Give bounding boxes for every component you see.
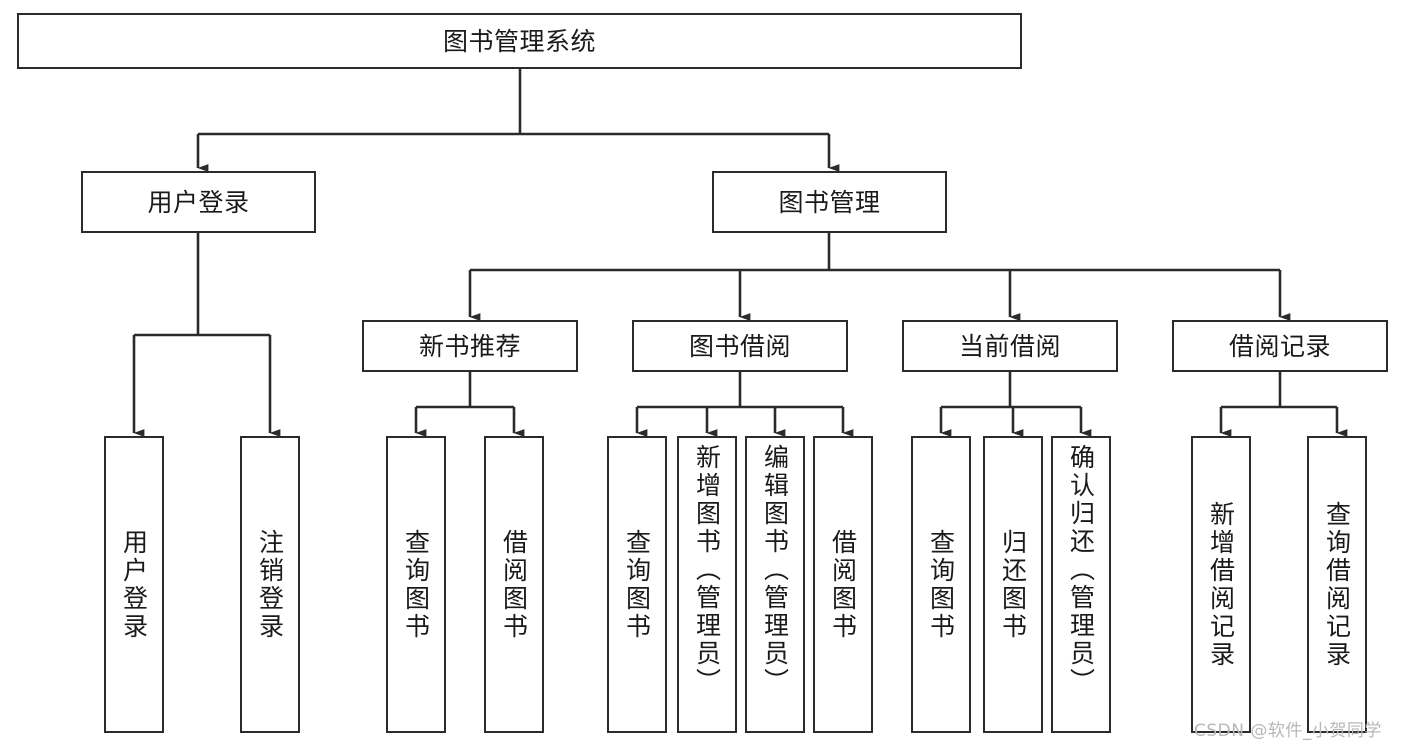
node-leaf-query-book-1-label: 查询图书	[401, 528, 431, 641]
node-leaf-borrow-book-1-label: 借阅图书	[499, 528, 529, 641]
node-user-login[interactable]: 用户登录	[81, 171, 316, 233]
node-leaf-user-logout-label: 注销登录	[255, 528, 285, 641]
node-leaf-query-book-3-label: 查询图书	[926, 528, 956, 641]
node-user-login-label: 用户登录	[147, 187, 250, 217]
node-leaf-borrow-book-2[interactable]: 借阅图书	[813, 436, 873, 733]
node-leaf-query-book-1[interactable]: 查询图书	[386, 436, 446, 733]
node-leaf-return-book-label: 归还图书	[998, 528, 1028, 641]
node-leaf-borrow-book-2-label: 借阅图书	[828, 528, 858, 641]
node-leaf-borrow-book-1[interactable]: 借阅图书	[484, 436, 544, 733]
node-leaf-user-logout[interactable]: 注销登录	[240, 436, 300, 733]
node-root-system-label: 图书管理系统	[442, 26, 596, 56]
node-new-book-recommend[interactable]: 新书推荐	[362, 320, 578, 372]
node-leaf-query-borrow-record[interactable]: 查询借阅记录	[1307, 436, 1367, 733]
node-leaf-add-borrow-record[interactable]: 新增借阅记录	[1191, 436, 1251, 733]
node-root-system[interactable]: 图书管理系统	[17, 13, 1022, 69]
node-current-borrow-label: 当前借阅	[958, 331, 1061, 361]
node-leaf-return-book[interactable]: 归还图书	[983, 436, 1043, 733]
node-borrow-record-label: 借阅记录	[1228, 331, 1331, 361]
node-book-borrow-label: 图书借阅	[688, 331, 791, 361]
node-leaf-user-login-label: 用户登录	[119, 528, 149, 641]
node-book-manage[interactable]: 图书管理	[712, 171, 947, 233]
node-leaf-add-book-admin[interactable]: 新增图书（管理员）	[677, 436, 737, 733]
edge-paths	[132, 69, 1348, 437]
node-new-book-recommend-label: 新书推荐	[418, 331, 521, 361]
node-leaf-confirm-return-admin[interactable]: 确认归还（管理员）	[1051, 436, 1111, 733]
node-leaf-add-book-admin-label: 新增图书（管理员）	[692, 444, 722, 696]
node-leaf-user-login[interactable]: 用户登录	[104, 436, 164, 733]
node-leaf-edit-book-admin[interactable]: 编辑图书（管理员）	[745, 436, 805, 733]
node-leaf-add-borrow-record-label: 新增借阅记录	[1206, 500, 1236, 669]
node-leaf-confirm-return-admin-label: 确认归还（管理员）	[1066, 444, 1096, 696]
node-leaf-query-book-2[interactable]: 查询图书	[607, 436, 667, 733]
node-current-borrow[interactable]: 当前借阅	[902, 320, 1118, 372]
node-book-borrow[interactable]: 图书借阅	[632, 320, 848, 372]
node-leaf-query-borrow-record-label: 查询借阅记录	[1322, 500, 1352, 669]
node-book-manage-label: 图书管理	[778, 187, 881, 217]
node-leaf-edit-book-admin-label: 编辑图书（管理员）	[760, 444, 790, 696]
node-borrow-record[interactable]: 借阅记录	[1172, 320, 1388, 372]
node-leaf-query-book-3[interactable]: 查询图书	[911, 436, 971, 733]
node-leaf-query-book-2-label: 查询图书	[622, 528, 652, 641]
